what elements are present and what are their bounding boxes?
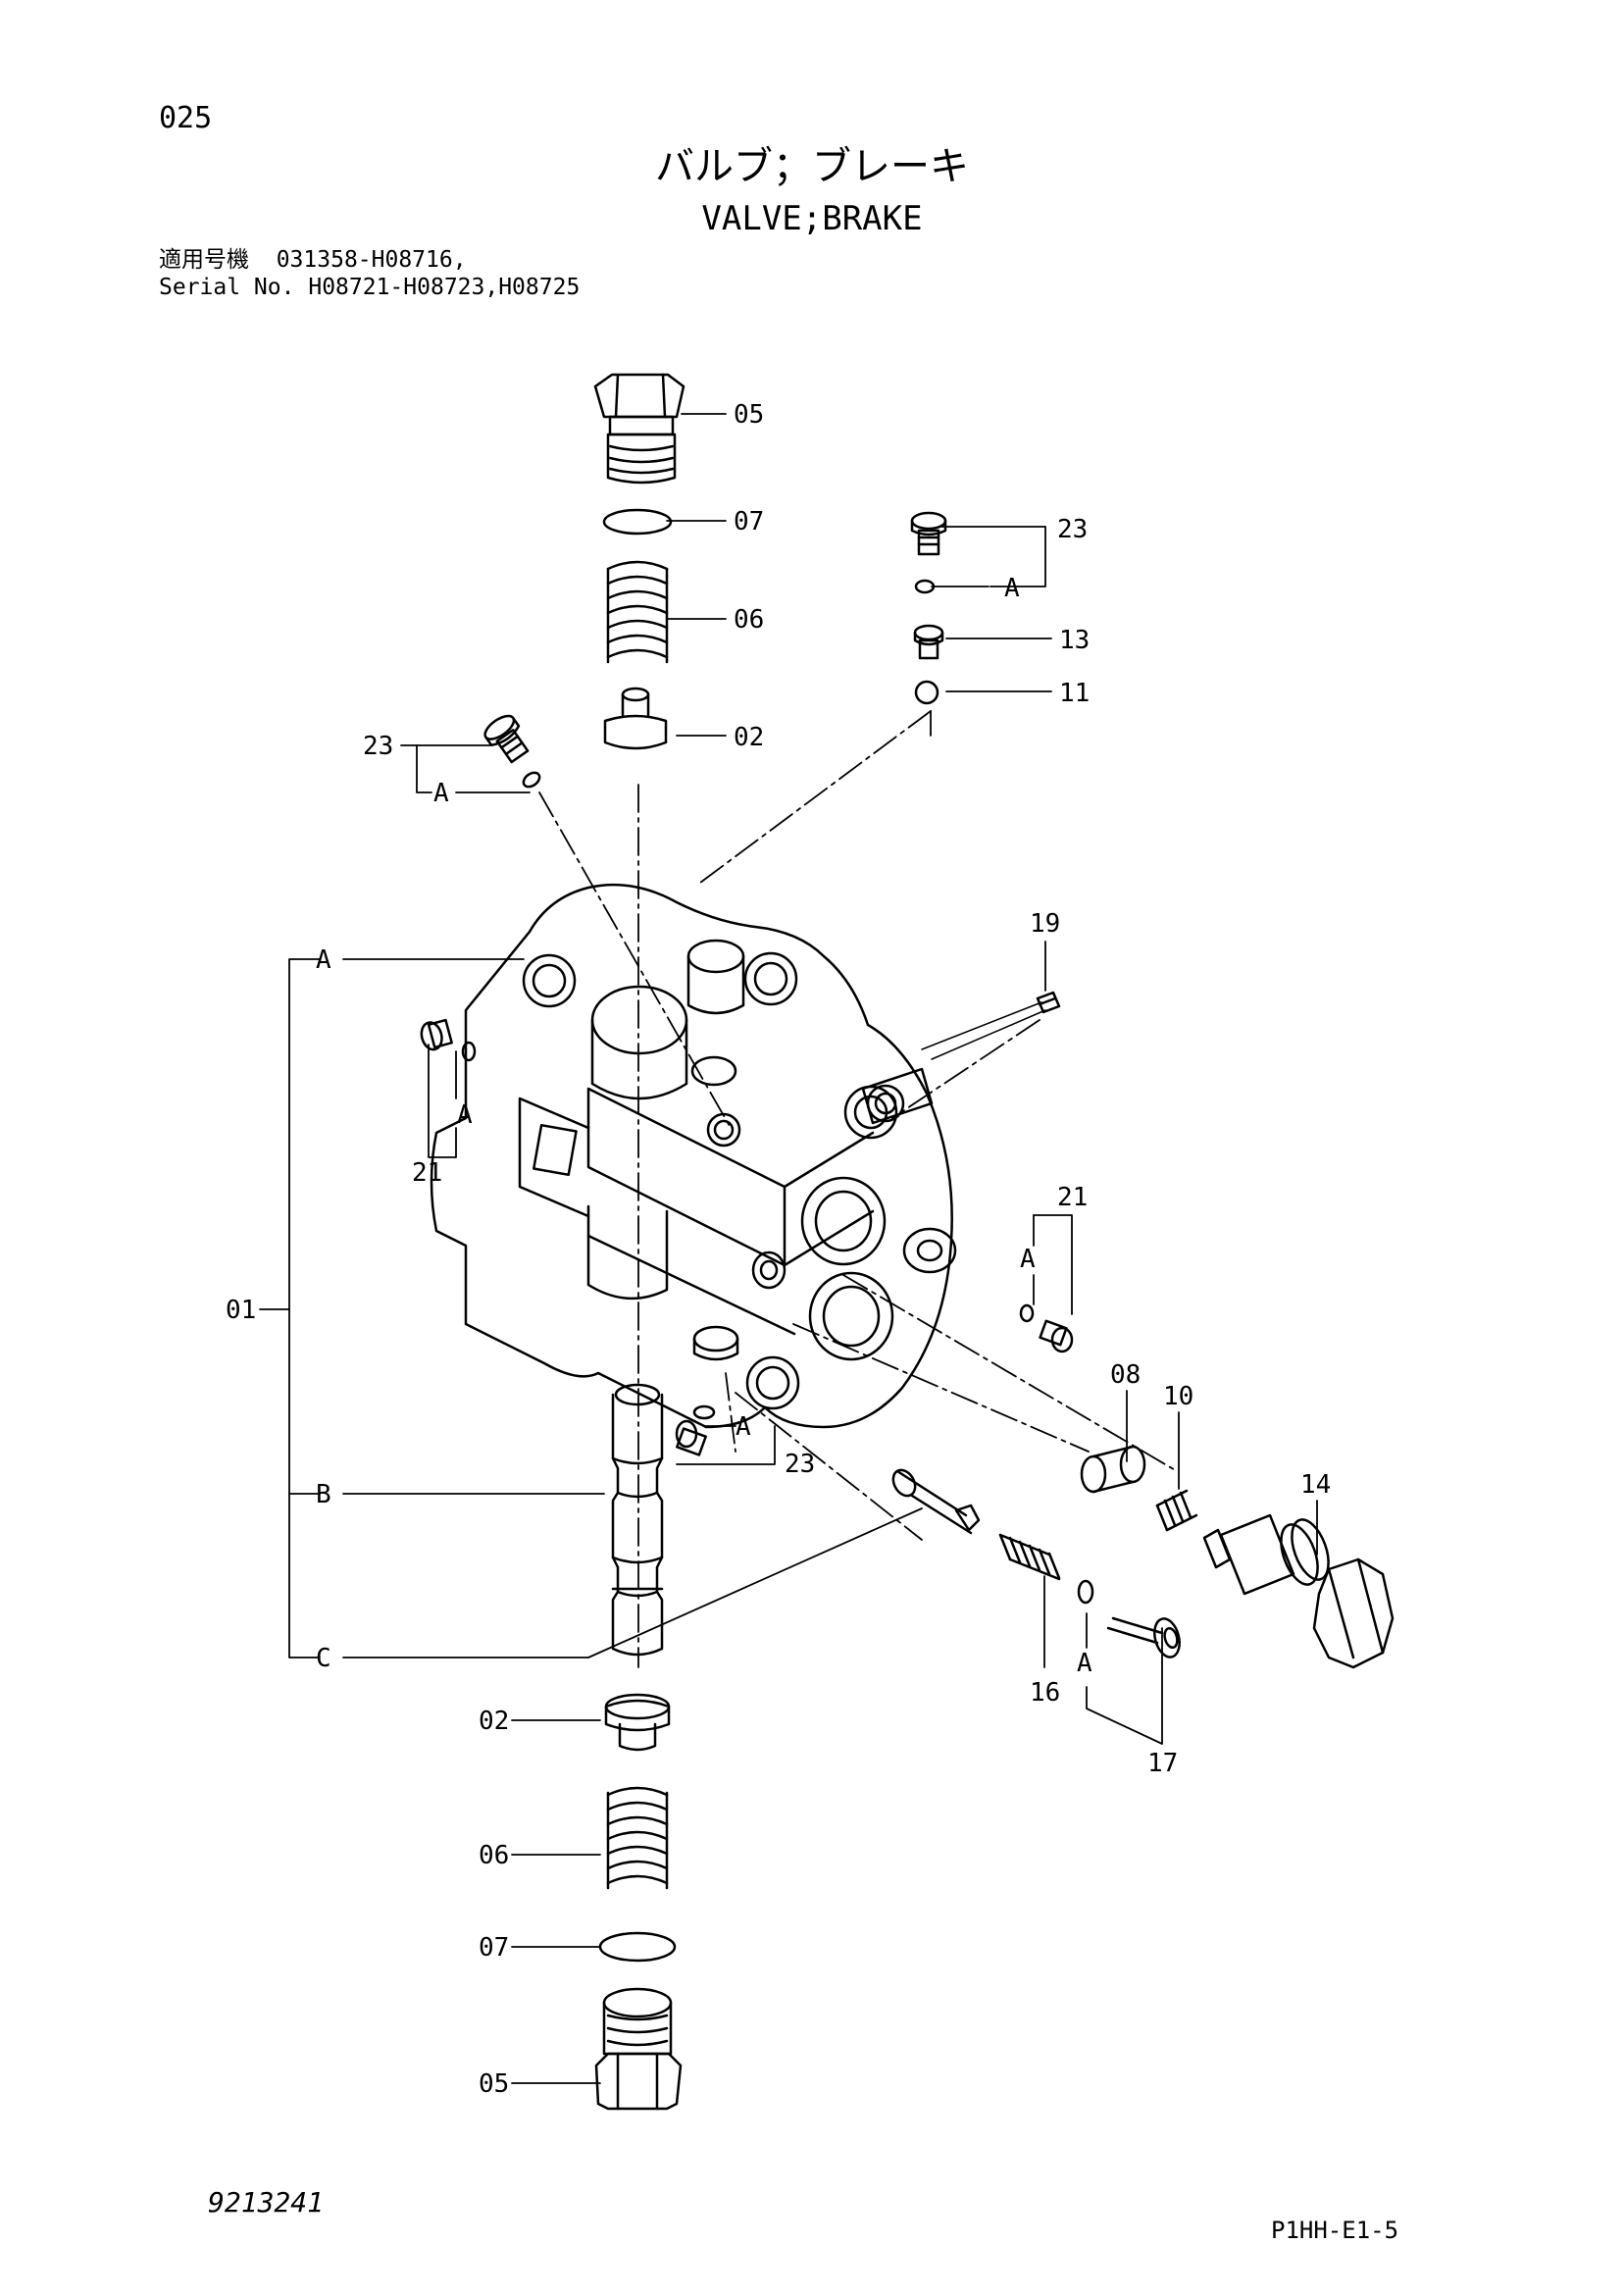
label-23-topright: 23: [1057, 515, 1088, 544]
label-a-21-left: A: [457, 1100, 473, 1130]
part-10-spring-shape: [1155, 1489, 1198, 1532]
applicable-range: 031358-H08716,: [276, 247, 467, 273]
label-group-a: A: [316, 945, 331, 975]
label-16: 16: [1030, 1678, 1060, 1708]
label-05-top: 05: [734, 400, 764, 430]
label-group-b: B: [316, 1480, 331, 1509]
label-02-bottom: 02: [479, 1707, 509, 1736]
part-11-ball-shape: [914, 680, 939, 705]
serial-range: H08721-H08723,H08725: [308, 275, 581, 300]
serial-label: Serial No.: [159, 275, 295, 300]
label-19: 19: [1030, 909, 1060, 939]
label-a-lower: A: [736, 1412, 751, 1442]
label-group-c: C: [316, 1644, 331, 1673]
part-21-screw-right-shape: [1019, 1303, 1074, 1353]
label-17: 17: [1147, 1749, 1178, 1778]
part-17-plug-shape: [1077, 1579, 1181, 1658]
part-02-plunger-bottom-shape: [604, 1693, 671, 1752]
part-07-oring-bottom-shape: [598, 1931, 677, 1963]
title-english: VALVE;BRAKE: [701, 199, 923, 238]
label-a-topright: A: [1004, 574, 1020, 603]
part-19-setscrew-shape: [921, 991, 1061, 1060]
label-06-top: 06: [734, 605, 764, 635]
label-01: 01: [226, 1296, 256, 1325]
part-07-oring-top-shape: [602, 508, 673, 536]
label-08: 08: [1110, 1360, 1141, 1390]
label-02-top: 02: [734, 723, 764, 752]
label-11: 11: [1059, 679, 1090, 708]
applicable-serial-jp: 適用号機 031358-H08716,: [159, 249, 467, 272]
label-21-left: 21: [412, 1158, 442, 1188]
part-01-pin-c-shape: [891, 1468, 981, 1535]
part-02-plunger-top-shape: [603, 687, 668, 750]
applicable-label-jp: 適用号機: [159, 247, 249, 273]
serial-line: Serial No. H08721-H08723,H08725: [159, 277, 580, 299]
label-07-bottom: 07: [479, 1933, 509, 1963]
part-01-spool-b-shape: [611, 1383, 664, 1657]
label-a-17: A: [1077, 1649, 1092, 1678]
part-08-sleeve-shape: [1080, 1445, 1146, 1494]
page-code: P1HH-E1-5: [1271, 2217, 1399, 2244]
part-23-screw-lower-shape: [675, 1404, 716, 1456]
label-a-21-right: A: [1020, 1245, 1036, 1274]
drawing-number: 9213241: [208, 2186, 325, 2219]
page-number: 025: [159, 101, 213, 135]
part-21-screw-left-shape: [420, 1018, 453, 1051]
label-13: 13: [1059, 626, 1090, 655]
part-05-plug-top-shape: [593, 373, 685, 485]
title-japanese: バルブ；ブレーキ: [655, 144, 969, 189]
part-23-screw-topright-shape: [910, 511, 947, 594]
callout-labels: 05 07 06 02 23 A 13 11 23 A 19 A A 21 21…: [226, 400, 1331, 2099]
label-10: 10: [1163, 1382, 1193, 1411]
label-07-top: 07: [734, 507, 764, 536]
part-14-relief-valve-shape: [1202, 1513, 1395, 1669]
label-23-lower: 23: [785, 1450, 815, 1479]
label-05-bottom: 05: [479, 2069, 509, 2099]
label-23-left: 23: [363, 732, 393, 761]
label-a-left: A: [433, 779, 449, 808]
part-16-spring-shape: [998, 1533, 1061, 1581]
part-13-screw-shape: [913, 624, 944, 660]
part-23-screw-left-shape: [483, 714, 530, 764]
label-06-bottom: 06: [479, 1841, 509, 1870]
part-06-spring-bottom-shape: [606, 1786, 669, 1890]
part-05-plug-bottom-shape: [594, 1987, 683, 2111]
valve-body-shape: [430, 883, 957, 1429]
label-14: 14: [1300, 1470, 1331, 1500]
label-21-right: 21: [1057, 1183, 1088, 1212]
leader-lines: [259, 413, 1318, 2084]
part-06-spring-top-shape: [606, 560, 669, 664]
